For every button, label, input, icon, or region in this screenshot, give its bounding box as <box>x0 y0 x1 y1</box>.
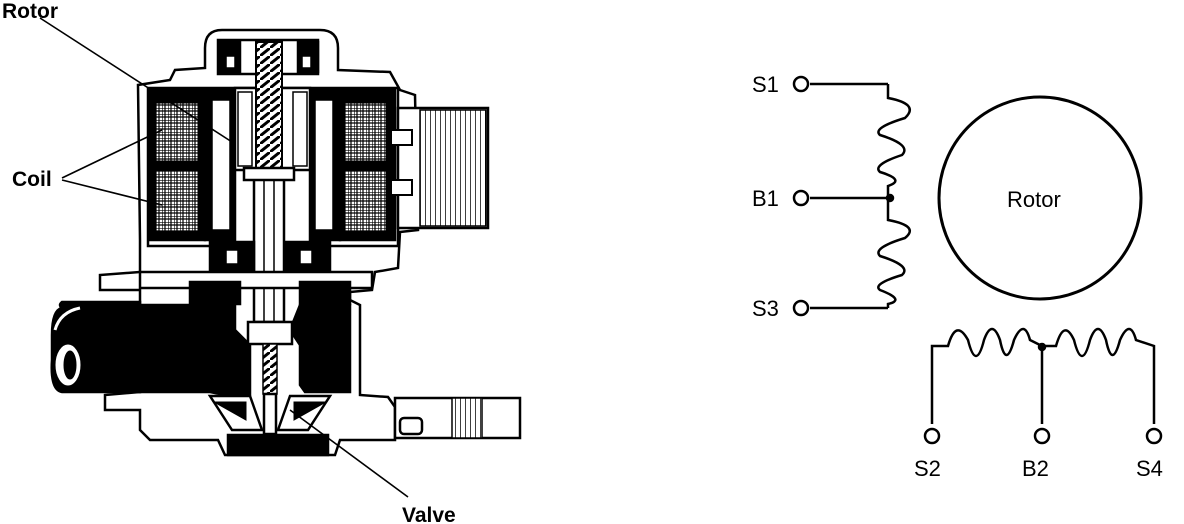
label-s4: S4 <box>1136 456 1163 481</box>
coil-upper-right <box>341 100 389 164</box>
outlet-port <box>226 433 330 457</box>
valve-shaft <box>252 170 286 324</box>
label-b1: B1 <box>752 186 779 211</box>
coil-upper-left <box>153 100 201 164</box>
stepper-schematic <box>792 75 1163 445</box>
valve-callout: Valve <box>402 504 456 524</box>
terminal-s3 <box>792 299 810 317</box>
terminal-s2 <box>923 427 941 445</box>
coil-lower-left <box>153 168 201 234</box>
valve-body <box>138 303 252 397</box>
terminal-b1 <box>792 189 810 207</box>
rotor-label: Rotor <box>1007 187 1061 212</box>
winding-phase-2 <box>930 327 1156 424</box>
valve-needle <box>262 343 278 395</box>
label-s2: S2 <box>914 456 941 481</box>
terminal-b2 <box>1033 427 1051 445</box>
rotor-callout: Rotor <box>2 0 58 23</box>
winding-phase-1 <box>810 82 911 310</box>
rotor-symbol <box>937 95 1143 301</box>
label-s3: S3 <box>752 296 779 321</box>
label-leaders <box>39 17 409 498</box>
valve-cutaway <box>50 28 522 457</box>
lead-screw <box>255 41 283 173</box>
label-b2: B2 <box>1022 456 1049 481</box>
coil-callout: Coil <box>12 168 52 191</box>
junction-b1 <box>885 193 895 203</box>
coil-lower-right <box>341 168 389 234</box>
terminal-s4 <box>1145 427 1163 445</box>
label-s1: S1 <box>752 72 779 97</box>
junction-b2 <box>1037 342 1047 352</box>
terminal-s1 <box>792 75 810 93</box>
